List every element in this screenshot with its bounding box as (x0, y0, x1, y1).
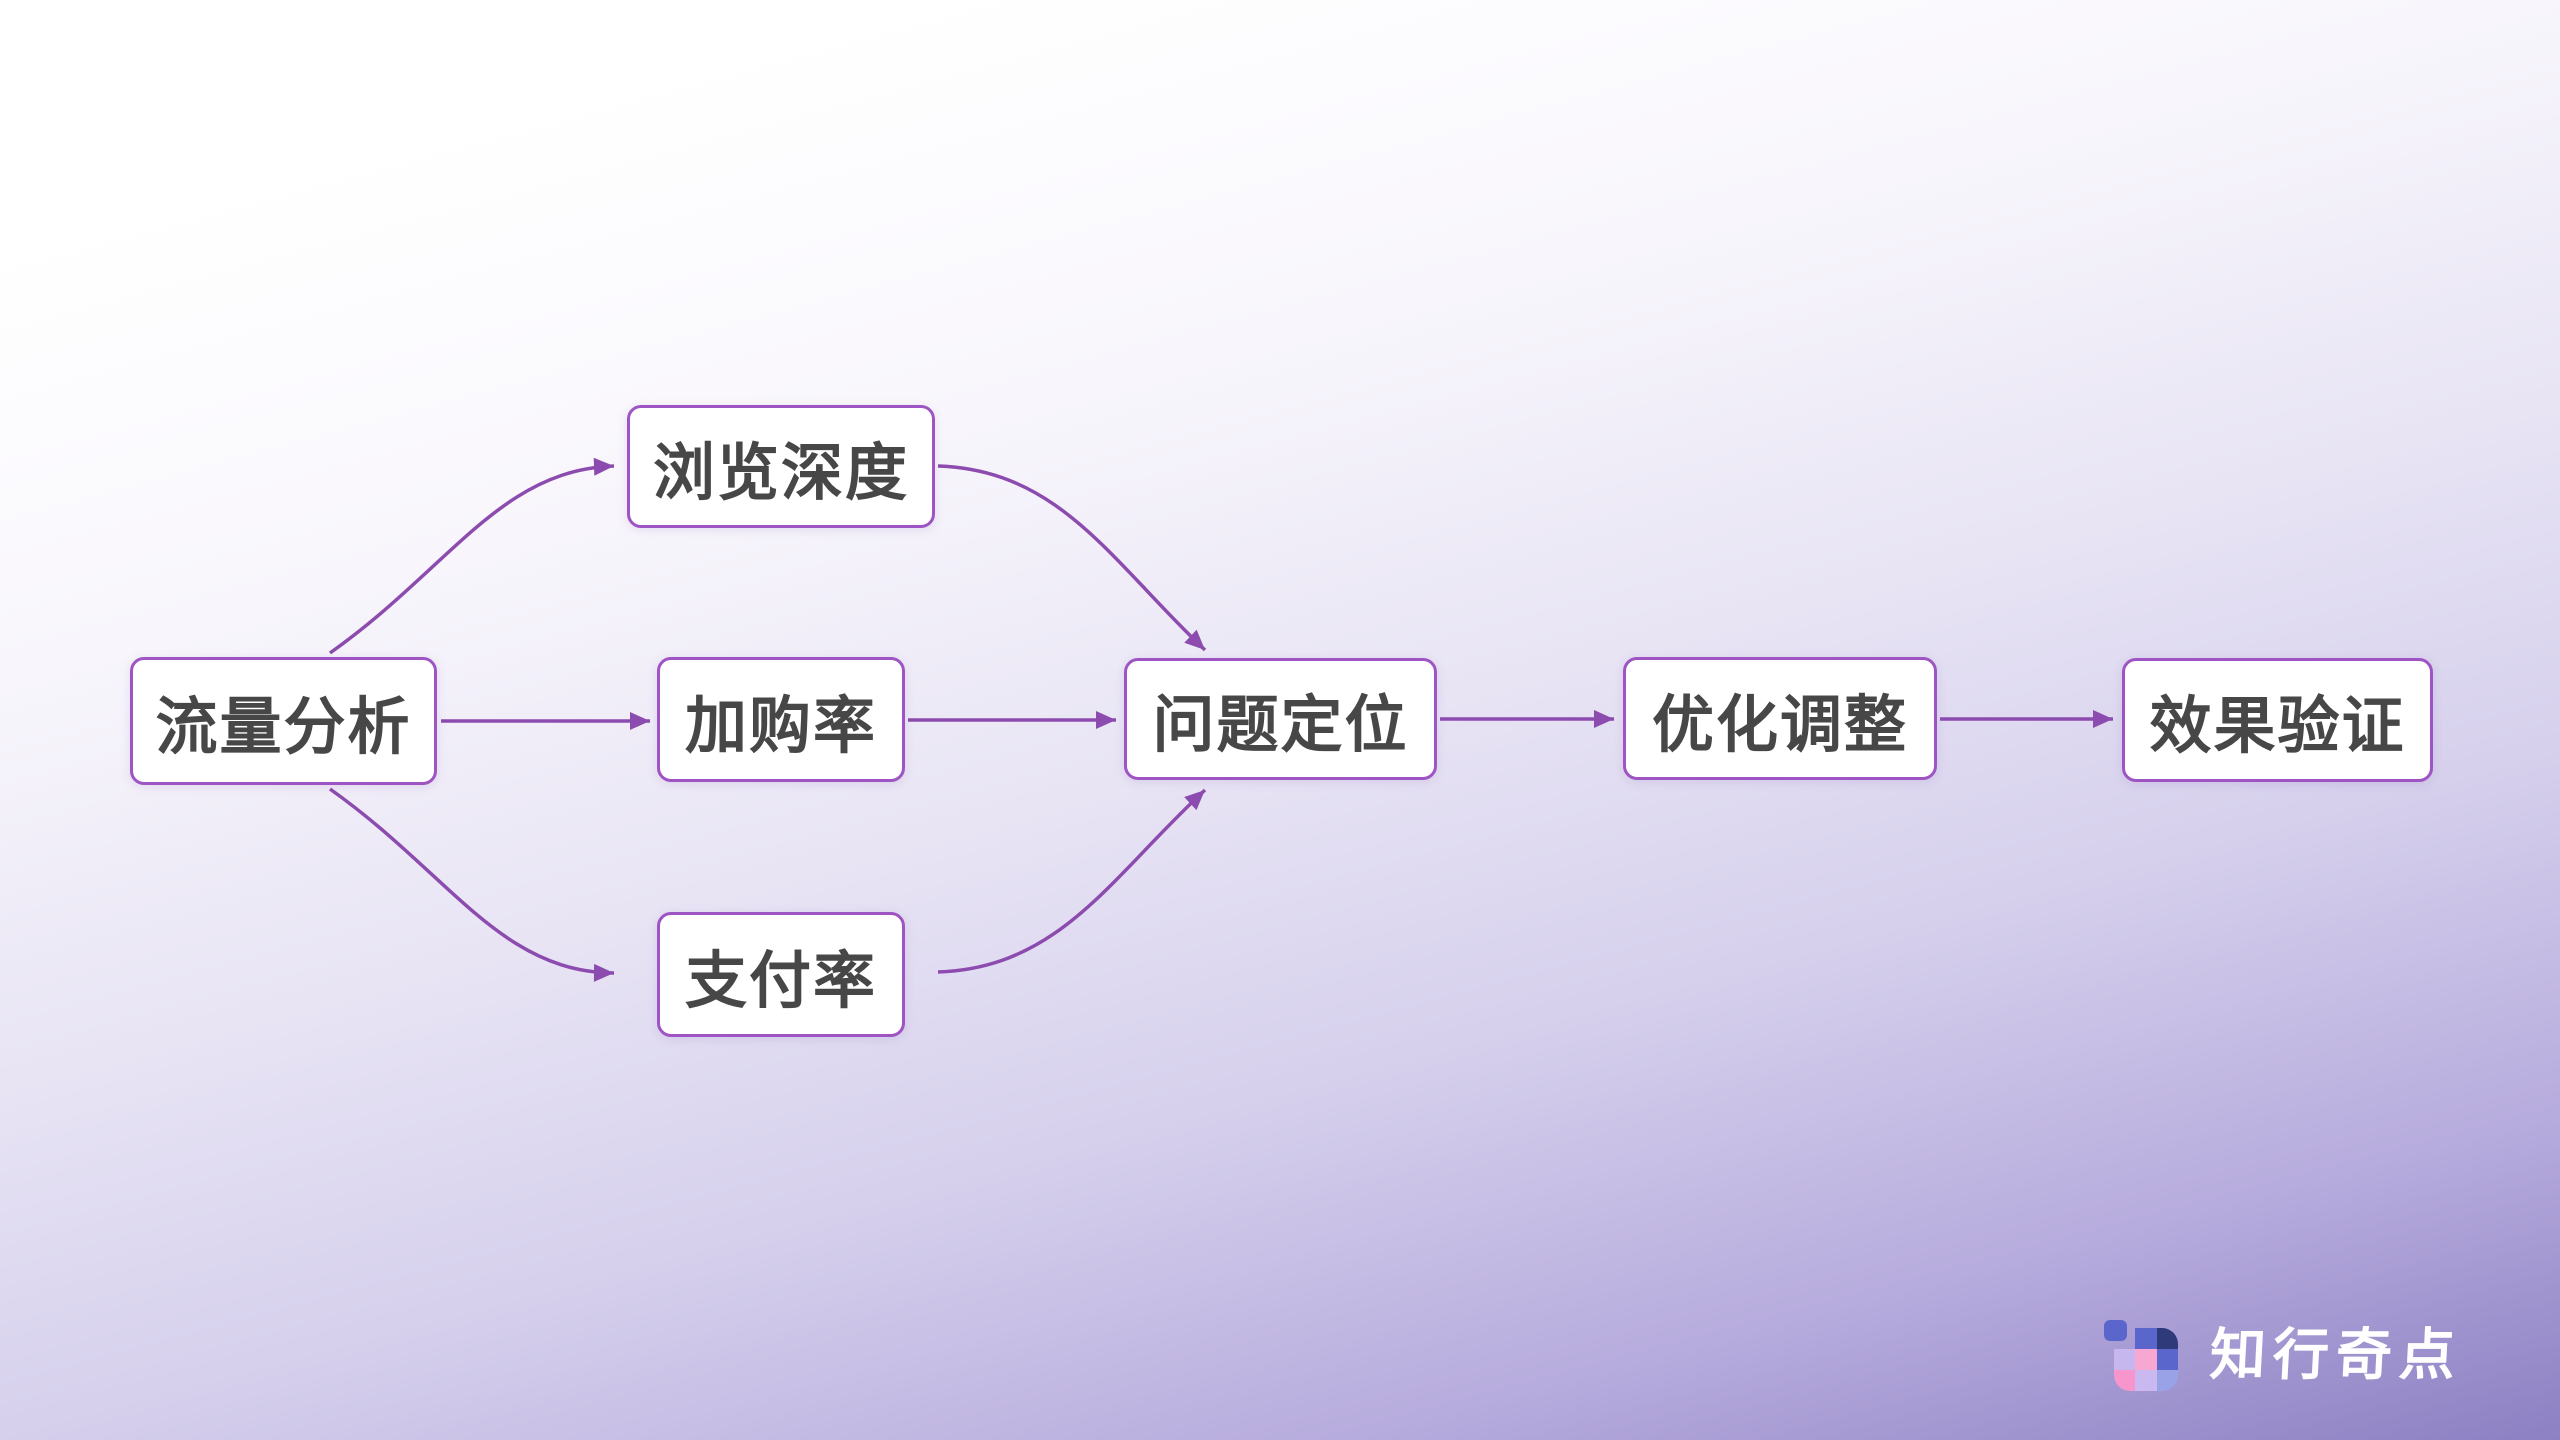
node-effect-verification: 效果验证 (2122, 658, 2433, 782)
logo-tile (2135, 1349, 2157, 1370)
brand-logo-text: 知行奇点 (2208, 1323, 2464, 1386)
node-browse-depth: 浏览深度 (627, 405, 935, 528)
node-optimization-adjustment: 优化调整 (1623, 657, 1937, 780)
edge-browse-to-locate (937, 464, 1207, 652)
node-label: 流量分析 (155, 693, 412, 762)
logo-tile (2135, 1328, 2157, 1349)
edge-traffic-to-pay (328, 787, 615, 982)
node-problem-locating: 问题定位 (1124, 658, 1437, 780)
node-label: 效果验证 (2149, 692, 2406, 761)
node-add-to-cart-rate: 加购率 (657, 657, 905, 782)
node-traffic-analysis: 流量分析 (130, 657, 437, 785)
edge-traffic-to-browse (328, 457, 615, 655)
brand-watermark: 知行奇点 (2104, 1316, 2464, 1394)
edge-pay-to-locate (937, 788, 1207, 974)
brand-logo-icon (2104, 1316, 2204, 1394)
node-label: 优化调整 (1651, 690, 1908, 760)
node-payment-rate: 支付率 (657, 912, 905, 1037)
logo-tile (2135, 1370, 2157, 1391)
logo-tile (2156, 1328, 2178, 1349)
node-label: 加购率 (684, 691, 877, 761)
logo-tile (2156, 1370, 2178, 1391)
logo-tile (2156, 1349, 2178, 1370)
node-label: 支付率 (684, 946, 877, 1016)
node-label: 浏览深度 (652, 438, 909, 508)
node-label: 问题定位 (1152, 691, 1409, 760)
logo-tile (2114, 1370, 2136, 1391)
logo-tile-grid (2114, 1328, 2178, 1391)
logo-tile (2114, 1349, 2136, 1370)
logo-tile-detached (2104, 1320, 2127, 1341)
